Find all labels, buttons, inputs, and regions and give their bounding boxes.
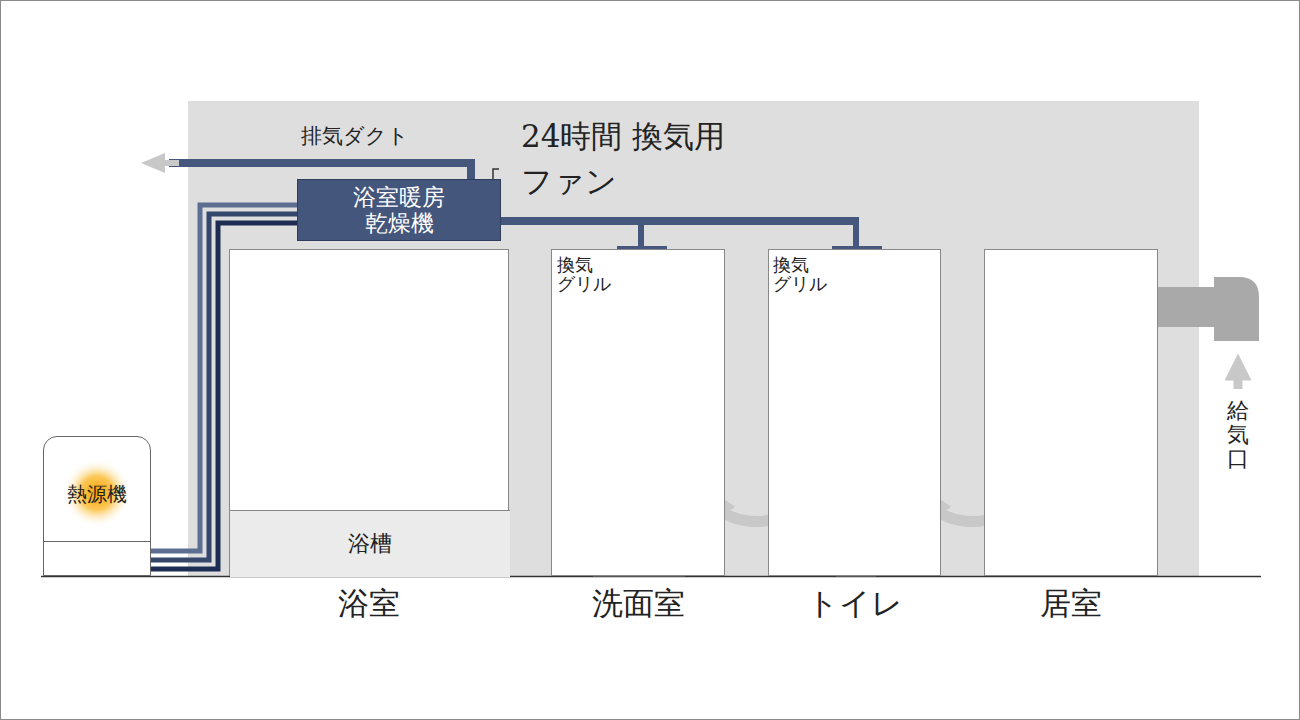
heat-source-unit: 熱源機 bbox=[43, 436, 151, 576]
room-box: 居室 bbox=[984, 249, 1158, 576]
room-box: 洗面室 bbox=[551, 249, 725, 576]
room-box: 浴室浴槽 bbox=[229, 249, 509, 576]
unit-base-line bbox=[44, 541, 150, 542]
grill-label: 換気 グリル bbox=[557, 256, 616, 294]
node-label: 浴槽 bbox=[348, 529, 392, 559]
room-name: 洗面室 bbox=[552, 583, 724, 625]
room-name: トイレ bbox=[769, 583, 940, 625]
node-label: 熱源機 bbox=[67, 481, 127, 575]
room-box: トイレ bbox=[768, 249, 941, 576]
room-name: 居室 bbox=[985, 583, 1157, 625]
node-label: 浴室暖房 乾燥機 bbox=[344, 184, 454, 237]
dryer-unit: 浴室暖房 乾燥機 bbox=[297, 179, 501, 241]
fan-label: 24時間 換気用ファン bbox=[521, 114, 738, 204]
supply-label: 給気口 bbox=[1227, 399, 1249, 472]
bathtub-band: 浴槽 bbox=[230, 510, 510, 577]
duct-label: 排気ダクト bbox=[301, 124, 409, 148]
grill-label: 換気 グリル bbox=[773, 256, 832, 294]
room-name: 浴室 bbox=[230, 583, 508, 625]
